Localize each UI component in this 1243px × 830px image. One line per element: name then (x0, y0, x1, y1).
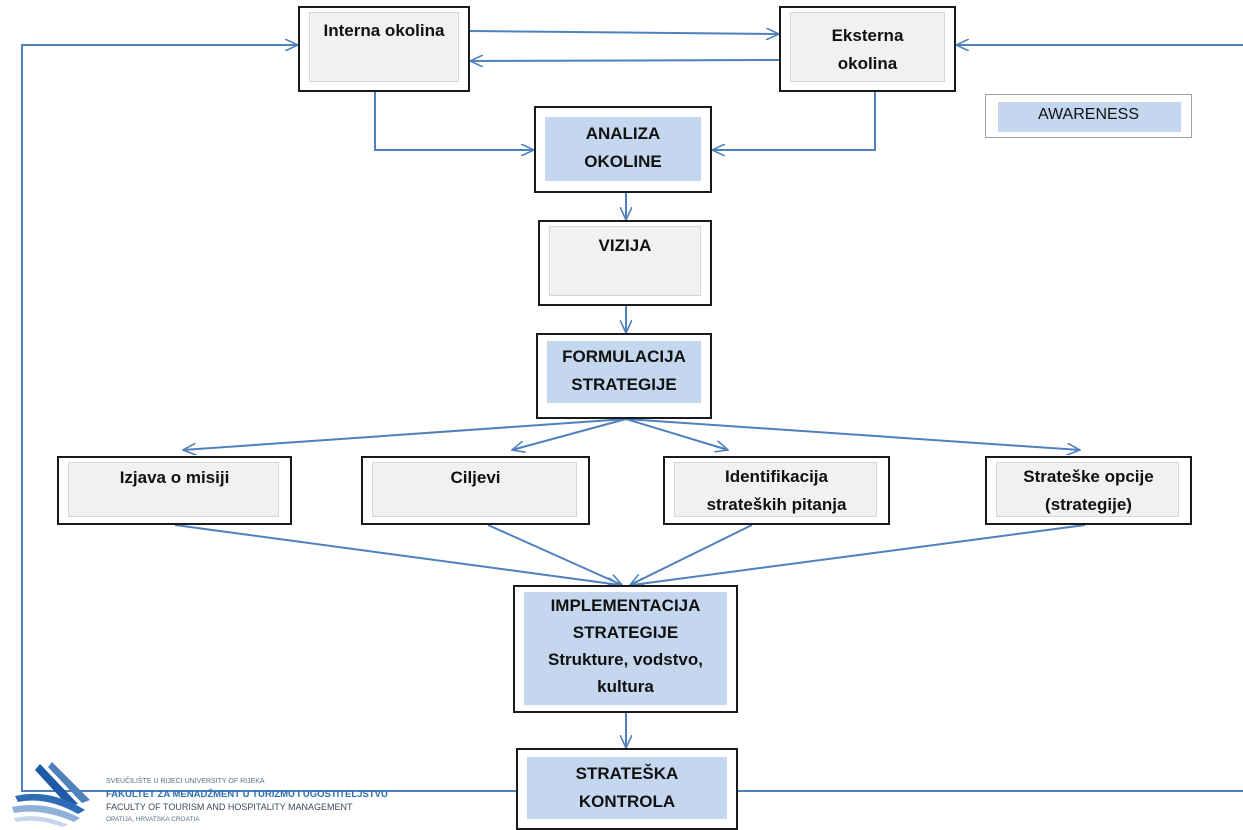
vizija-label: VIZIJA (598, 236, 652, 255)
identifikacija-label-line1: Identifikacija (725, 467, 828, 486)
feedback-loop-left (21, 45, 516, 792)
implementacija-label-line1: IMPLEMENTACIJA (550, 596, 701, 615)
analiza-okoline-box: ANALIZA OKOLINE (534, 106, 712, 193)
strateske-opcije-label-line1: Strateške opcije (1023, 467, 1154, 486)
arrow-izjava-to-implementacija (174, 524, 620, 585)
analiza-okoline-label-line1: ANALIZA (585, 124, 661, 143)
ciljevi-label: Ciljevi (450, 468, 501, 487)
strateske-opcije-box: Strateške opcije (strategije) (985, 456, 1192, 525)
arrow-ciljevi-to-implementacija (487, 524, 622, 585)
strateska-kontrola-label-line1: STRATEŠKA (575, 764, 679, 783)
faculty-logo: SVEUČILIŠTE U RIJECI UNIVERSITY OF RIJEK… (10, 752, 440, 827)
formulacija-strategije-label-line1: FORMULACIJA (562, 347, 686, 366)
identifikacija-label-line2: strateških pitanja (706, 495, 847, 514)
awareness-box: AWARENESS (985, 94, 1192, 138)
ciljevi-box: Ciljevi (361, 456, 590, 525)
implementacija-strategije-box: IMPLEMENTACIJA STRATEGIJE Strukture, vod… (513, 585, 738, 713)
analiza-okoline-label-line2: OKOLINE (584, 152, 662, 171)
logo-text-faculty-hr: FAKULTET ZA MENADŽMENT U TURIZMU I UGOST… (106, 789, 388, 800)
formulacija-strategije-label-line2: STRATEGIJE (571, 375, 677, 394)
formulacija-strategije-box: FORMULACIJA STRATEGIJE (536, 333, 712, 419)
interna-okolina-label: Interna okolina (323, 21, 445, 40)
arrow-formulacija-to-ciljevi (512, 418, 627, 450)
arrow-formulacija-to-identifikacija (625, 418, 728, 450)
arrow-opcije-to-implementacija (632, 524, 1086, 585)
identifikacija-strateskih-pitanja-box: Identifikacija strateških pitanja (663, 456, 890, 525)
implementacija-label-line2: STRATEGIJE (572, 623, 679, 642)
arrow-interna-to-eksterna (469, 31, 779, 34)
arrow-eksterna-to-analiza (712, 92, 876, 150)
arrow-identifikacija-to-implementacija (630, 524, 753, 586)
arrow-formulacija-to-opcije (625, 418, 1080, 450)
arrow-formulacija-to-izjava (183, 418, 627, 450)
eksterna-okolina-label-line1: Eksterna (831, 26, 904, 45)
interna-okolina-box: Interna okolina (298, 6, 470, 92)
logo-text-faculty-en: FACULTY OF TOURISM AND HOSPITALITY MANAG… (106, 802, 353, 812)
arrow-eksterna-to-interna (470, 60, 780, 61)
implementacija-label-line4: kultura (597, 677, 654, 696)
strateska-kontrola-label-line2: KONTROLA (578, 792, 676, 811)
vizija-box: VIZIJA (538, 220, 712, 306)
eksterna-okolina-label-line2: okolina (837, 54, 898, 73)
logo-text-university: SVEUČILIŠTE U RIJECI UNIVERSITY OF RIJEK… (106, 778, 265, 785)
izjava-o-misiji-label: Izjava o misiji (119, 468, 230, 487)
eksterna-okolina-box: Eksterna okolina (779, 6, 956, 92)
faculty-logo-emblem (12, 762, 90, 827)
strateske-opcije-label-line2: (strategije) (1045, 495, 1132, 514)
izjava-o-misiji-box: Izjava o misiji (57, 456, 292, 525)
implementacija-label-line3: Strukture, vodstvo, (548, 650, 703, 669)
awareness-label: AWARENESS (1037, 106, 1140, 123)
arrow-interna-to-analiza (374, 92, 534, 150)
strateska-kontrola-box: STRATEŠKA KONTROLA (516, 748, 738, 830)
logo-text-location: OPATIJA, HRVATSKA CROATIA (106, 816, 200, 823)
